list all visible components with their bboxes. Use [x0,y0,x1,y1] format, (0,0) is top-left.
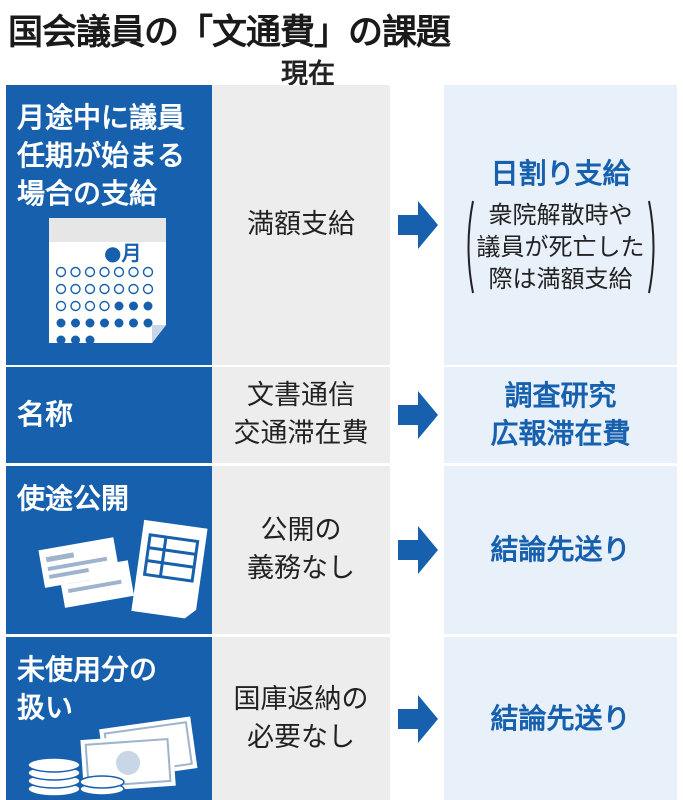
calendar-day-dot [70,266,81,278]
left-paren [467,200,474,294]
calendar-day-dot [55,283,67,295]
arrow-cell [390,85,444,365]
new-main: 日割り支給 [490,157,631,190]
new-note: 衆院解散時や 議員が死亡した 際は満額支給 [463,199,659,295]
calendar-day-dot [99,300,110,312]
calendar-day-dot [71,318,80,328]
right-arrow-icon [398,526,438,574]
current-value: 国庫返納の 必要なし [212,637,390,800]
current-column-header: 現在 [281,59,335,90]
calendar-day-dot [99,266,110,278]
calendar-day-dot [128,266,139,278]
calendar-day-dot [71,335,80,345]
calendar-icon [49,218,166,345]
receipts-document-icon [38,519,208,619]
calendar-day-dot [129,301,138,311]
label-cell: 未使用分の 扱い [6,637,212,800]
calendar-day-dot [70,300,81,312]
calendar-day-dot [142,283,154,295]
calendar-day-dot [143,301,153,311]
calendar-day-dot [128,283,139,295]
calendar-day-dot [113,283,125,295]
page-title: 国会議員の「文通費」の課題 [8,13,451,53]
calendar-day-dot [100,318,109,328]
row-midterm-payment: 月途中に議員 任期が始まる 場合の支給 ●月 満額支給 日割り支給 衆院解散時や… [0,85,683,365]
arrow-cell [390,637,444,800]
calendar-day-dot [143,318,153,328]
calendar-day-dot [56,318,66,328]
calendar-day-dot [85,335,95,345]
calendar-day-dot [70,283,81,295]
arrow-cell [390,367,444,463]
arrow-cell [390,466,444,634]
right-arrow-icon [398,694,438,743]
calendar-day-dot [129,318,138,328]
calendar-day-dot [55,266,67,278]
calendar-day-dot [85,318,95,328]
row-name: 名称 文書通信 交通滞在費 調査研究 広報滞在費 [0,367,683,463]
right-arrow-icon [398,201,438,249]
money-icon [27,716,198,797]
right-paren [647,200,654,294]
calendar-day-dot [84,300,96,312]
calendar-day-dot [84,266,96,278]
row-unused-funds: 未使用分の 扱い 国庫返 [0,637,683,800]
calendar-day-dot [142,266,154,278]
new-value: 結論先送り [444,637,677,800]
row-disclosure: 使途公開 公開の 義務な [0,466,683,634]
row-label: 名称 [17,398,74,431]
right-arrow-icon [398,391,438,439]
label-cell: 名称 [6,367,212,463]
current-value: 満額支給 [212,85,390,365]
calendar-day-dot [99,283,110,295]
calendar-day-dot [114,301,124,311]
calendar-day-dot [113,266,125,278]
row-label: 使途公開 [17,482,130,515]
calendar-month-label: ●月 [104,241,142,265]
calendar-day-dot [55,300,67,312]
calendar-day-dot [114,318,124,328]
new-value: 日割り支給 衆院解散時や 議員が死亡した 際は満額支給 [444,85,677,365]
current-value: 公開の 義務なし [212,466,390,634]
calendar-day-dot [56,335,66,345]
current-value: 文書通信 交通滞在費 [212,367,390,463]
calendar-day-dot [84,283,96,295]
label-cell: 月途中に議員 任期が始まる 場合の支給 ●月 [6,85,212,365]
new-value: 調査研究 広報滞在費 [444,367,677,463]
label-cell: 使途公開 [6,466,212,634]
row-label: 月途中に議員 任期が始まる 場合の支給 [17,101,186,210]
row-label: 未使用分の 扱い [17,653,158,724]
new-value: 結論先送り [444,466,677,634]
